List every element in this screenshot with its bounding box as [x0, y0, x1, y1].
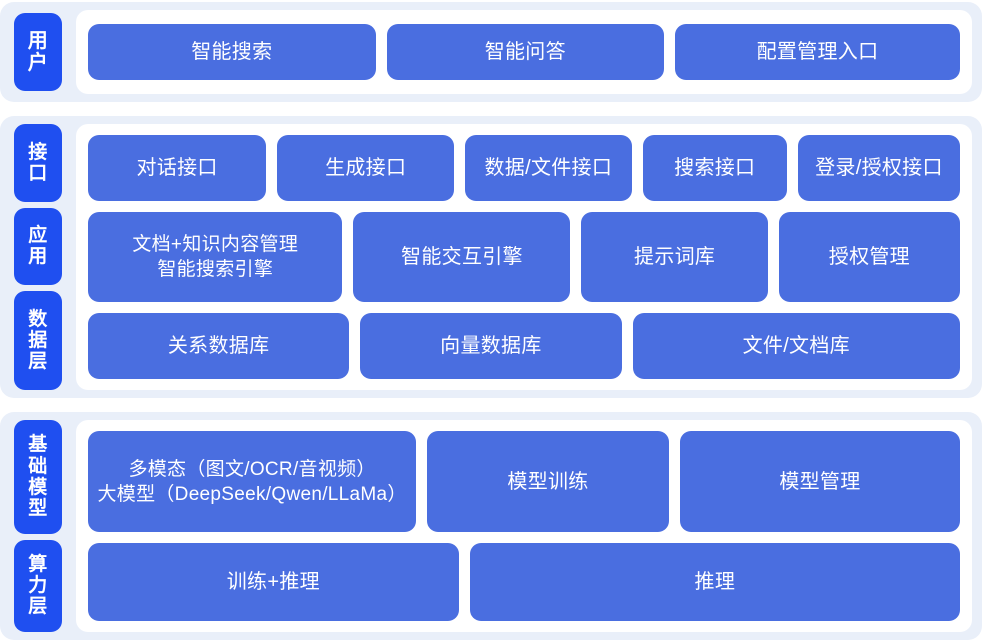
layer-tab-application[interactable]: 应 用 [14, 207, 62, 286]
box-config-management-entry[interactable]: 配置管理入口 [674, 24, 961, 80]
box-generation-api[interactable]: 生成接口 [277, 135, 455, 202]
layer-tab-compute-char-2: 层 [28, 596, 48, 618]
content-card-platform: 对话接口 生成接口 数据/文件接口 搜索接口 登录/授权接口 文档+知识内容管理… [76, 124, 972, 390]
layer-tab-foundation-model-char-3: 型 [28, 498, 48, 520]
row-data: 关系数据库 向量数据库 文件/文档库 [88, 312, 961, 379]
box-intelligent-search[interactable]: 智能搜索 [88, 24, 376, 80]
box-inference[interactable]: 推理 [469, 543, 960, 622]
tab-column-platform: 接 口 应 用 数 据 层 [0, 116, 76, 398]
layer-tab-foundation-model[interactable]: 基 础 模 型 [14, 420, 62, 534]
tab-column-infra: 基 础 模 型 算 力 层 [0, 412, 76, 640]
box-data-file-api[interactable]: 数据/文件接口 [465, 135, 632, 202]
layer-tab-user[interactable]: 用 户 [14, 13, 62, 91]
section-platform: 接 口 应 用 数 据 层 对话接口 生成接口 数据/文件接口 搜索接口 登录/… [0, 116, 982, 398]
content-card-infra: 多模态（图文/OCR/音视频） 大模型（DeepSeek/Qwen/LLaMa）… [76, 420, 972, 632]
box-login-auth-api[interactable]: 登录/授权接口 [797, 135, 960, 202]
tab-column-user: 用 户 [0, 2, 76, 102]
box-model-management[interactable]: 模型管理 [679, 431, 960, 533]
box-multimodal-large-model[interactable]: 多模态（图文/OCR/音视频） 大模型（DeepSeek/Qwen/LLaMa） [88, 431, 417, 533]
layer-tab-compute-char-0: 算 [28, 553, 48, 575]
box-doc-knowledge-management[interactable]: 文档+知识内容管理 智能搜索引擎 [88, 212, 343, 302]
layer-tab-foundation-model-char-0: 基 [28, 434, 48, 456]
layer-tab-interface-char-1: 口 [28, 162, 48, 184]
row-model: 多模态（图文/OCR/音视频） 大模型（DeepSeek/Qwen/LLaMa）… [88, 431, 960, 533]
box-dialog-api[interactable]: 对话接口 [88, 135, 267, 202]
layer-tab-application-char-0: 应 [28, 225, 48, 247]
layer-tab-data-char-1: 据 [28, 329, 48, 351]
content-card-user: 智能搜索 智能问答 配置管理入口 [76, 10, 972, 94]
box-intelligent-qa[interactable]: 智能问答 [386, 24, 664, 80]
layer-tab-compute-char-1: 力 [28, 575, 48, 597]
layer-tab-user-char-1: 户 [27, 52, 49, 74]
layer-tab-data[interactable]: 数 据 层 [14, 291, 62, 390]
row-compute: 训练+推理 推理 [88, 543, 960, 622]
box-prompt-library[interactable]: 提示词库 [581, 212, 768, 302]
box-file-document-store[interactable]: 文件/文档库 [632, 312, 961, 379]
box-interaction-engine[interactable]: 智能交互引擎 [353, 212, 571, 302]
row-interface: 对话接口 生成接口 数据/文件接口 搜索接口 登录/授权接口 [88, 135, 960, 202]
box-authorization-management[interactable]: 授权管理 [778, 212, 960, 302]
section-user: 用 户 智能搜索 智能问答 配置管理入口 [0, 2, 982, 102]
layer-tab-interface[interactable]: 接 口 [14, 124, 62, 202]
layer-tab-data-char-2: 层 [28, 351, 48, 373]
layer-tab-data-char-0: 数 [28, 308, 48, 330]
layer-tab-interface-char-0: 接 [28, 141, 48, 163]
section-infra: 基 础 模 型 算 力 层 多模态（图文/OCR/音视频） 大模型（DeepSe… [0, 412, 982, 640]
box-search-api[interactable]: 搜索接口 [642, 135, 787, 202]
box-relational-database[interactable]: 关系数据库 [88, 312, 350, 379]
layer-tab-foundation-model-char-1: 础 [28, 455, 48, 477]
layer-tab-application-char-1: 用 [28, 246, 48, 268]
row-application: 文档+知识内容管理 智能搜索引擎 智能交互引擎 提示词库 授权管理 [88, 212, 960, 302]
layer-tab-foundation-model-char-2: 模 [28, 476, 48, 498]
box-training-and-inference[interactable]: 训练+推理 [88, 543, 459, 622]
layer-tab-user-char-0: 用 [27, 29, 49, 52]
layer-tab-compute[interactable]: 算 力 层 [14, 539, 62, 633]
row-user: 智能搜索 智能问答 配置管理入口 [88, 24, 961, 80]
box-vector-database[interactable]: 向量数据库 [360, 312, 622, 379]
box-model-training[interactable]: 模型训练 [427, 431, 669, 533]
